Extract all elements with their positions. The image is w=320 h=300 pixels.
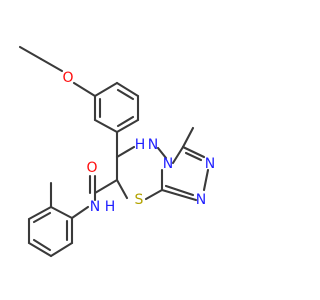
bond-o-aryl [72, 81, 97, 98]
bond-c-s [144, 188, 164, 201]
bond-benzene-bot-1 [49, 205, 74, 220]
atom-nitrogen-triazole-b: N [196, 192, 206, 208]
bond-benzene-top-2 [93, 118, 119, 134]
bond-ethyl-ch2-o [39, 57, 64, 73]
bond-benzene-top-3-inner [116, 115, 135, 128]
atom-nitrogen-bridge: N [163, 156, 173, 172]
bond-benzene-bot-4-inner [32, 238, 52, 252]
bond-c3-n-triazole-inner [184, 151, 203, 162]
bonds [18, 45, 210, 258]
bond-n-c-triazole-inner [164, 184, 195, 197]
bond-n-c-triazole [160, 188, 198, 202]
atom-sulfur-ring: S [135, 192, 144, 208]
bond-c3-methyl [181, 126, 195, 149]
atom-nitrogen-amide: N [90, 199, 100, 215]
bond-amide-n-aryl [70, 205, 90, 220]
bond-benzene-bot-2 [27, 205, 53, 221]
bond-s-c7 [115, 178, 129, 200]
bond-c3-n-triazole [181, 145, 206, 159]
bond-n-n-triazole [202, 168, 210, 192]
bond-c7-carbonyl [93, 178, 119, 195]
bond-benzene-top-6 [93, 81, 119, 98]
bond-n-c3 [171, 145, 185, 165]
bond-benzene-bot-5 [49, 241, 74, 258]
atom-oxygen-carbonyl: O [86, 160, 97, 176]
atom-hydrogen-amide: H [105, 199, 116, 215]
chemical-structure-diagram: O O H N N N N N H S [18, 45, 215, 258]
bond-benzene-bot-2-inner [32, 211, 52, 224]
bond-benzene-bot-4 [27, 241, 53, 258]
atom-nitrogen-triazole-a: N [205, 156, 215, 172]
bond-c6-nh [115, 145, 136, 159]
bond-benzene-top-5-inner [116, 88, 135, 101]
atom-hydrogen-ring-nh: H [135, 137, 146, 153]
atom-nitrogen-ring-nh: N [148, 137, 158, 153]
atom-oxygen-ether: O [62, 70, 73, 86]
bond-nh-n [156, 146, 168, 160]
bond-benzene-top-3 [115, 118, 140, 134]
bond-ethyl-ch3 [18, 45, 43, 61]
bond-benzene-top-5 [115, 81, 140, 98]
atom-labels: O O H N N N N N H S [62, 70, 215, 215]
